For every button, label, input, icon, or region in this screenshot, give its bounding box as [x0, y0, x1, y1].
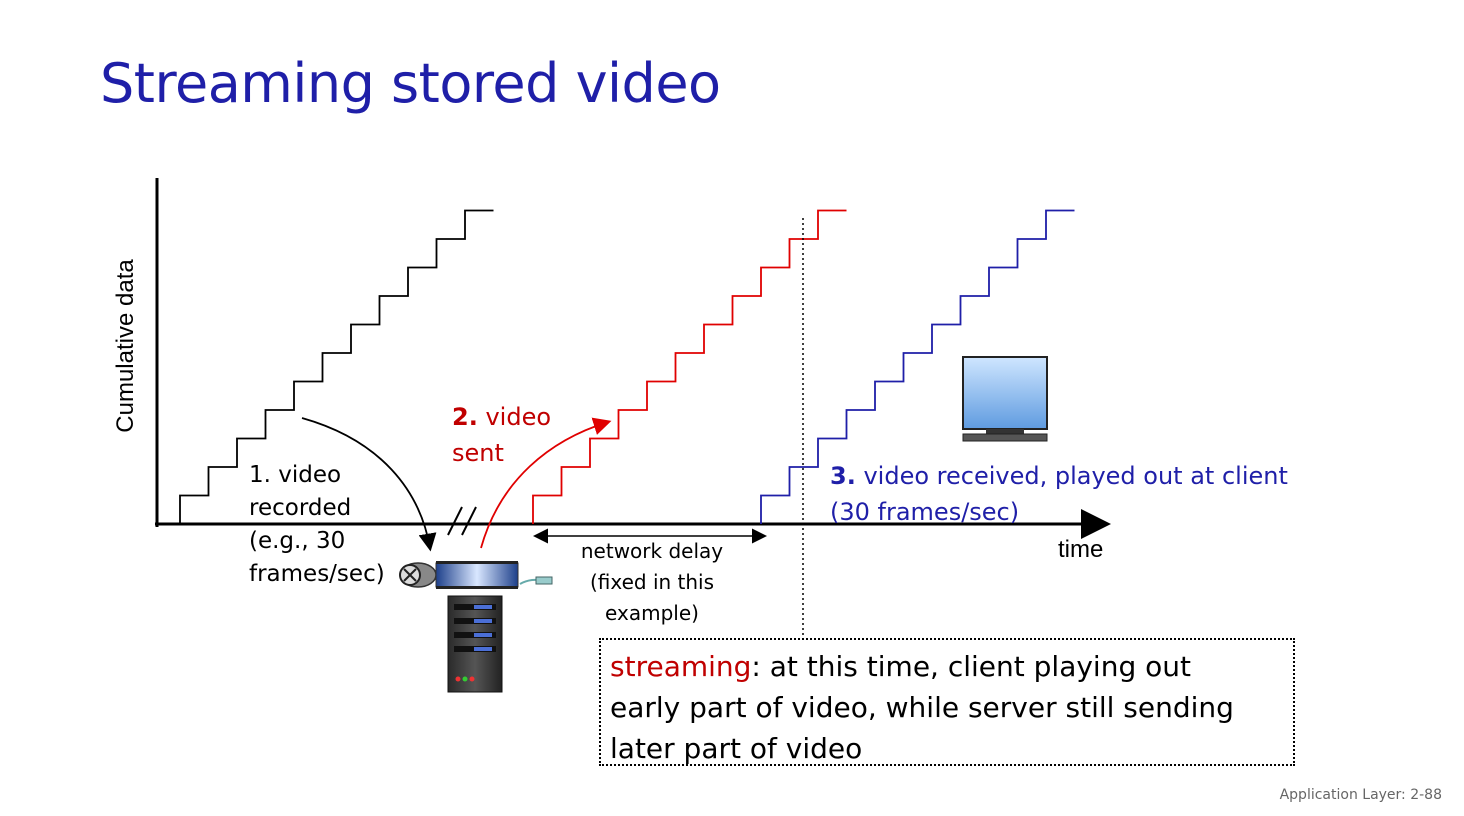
streaming-callout: streaming: at this time, client playing … [599, 638, 1295, 766]
media-player-icon [436, 561, 552, 589]
callout-keyword: streaming [610, 650, 751, 683]
slide-footer: Application Layer: 2-88 [1280, 787, 1442, 803]
step2-line: sent [452, 435, 551, 471]
step2-number: 2. [452, 403, 478, 431]
sent-staircase [533, 211, 847, 525]
monitor-icon [963, 357, 1047, 441]
callout-text: later part of video [610, 728, 1293, 769]
network-delay-line: network delay [562, 536, 742, 567]
network-delay-line: example) [562, 598, 742, 629]
step3-line: (30 frames/sec) [830, 494, 1288, 530]
step3-label: 3. video received, played out at client … [830, 458, 1288, 530]
step3-number: 3. [830, 462, 856, 490]
step2-label: 2. video sent [452, 399, 551, 471]
axis-break-mark [462, 507, 476, 535]
video-reel-icon [400, 563, 436, 587]
step1-line: 1. video [249, 459, 385, 492]
network-delay-label: network delay (fixed in this example) [562, 536, 742, 629]
step1-line: recorded [249, 492, 385, 525]
step1-line: frames/sec) [249, 558, 385, 591]
x-axis-label: time [1058, 536, 1103, 564]
step3-text: video received, played out at client [856, 462, 1288, 490]
callout-text: early part of video, while server still … [610, 687, 1293, 728]
step1-line: (e.g., 30 [249, 525, 385, 558]
network-delay-line: (fixed in this [562, 567, 742, 598]
server-icon [448, 596, 502, 692]
y-axis-label: Cumulative data [112, 259, 140, 432]
axis-break-mark [448, 507, 462, 535]
callout-text: : at this time, client playing out [751, 650, 1191, 683]
step2-text: video [478, 403, 551, 431]
step1-label: 1. video recorded (e.g., 30 frames/sec) [249, 459, 385, 591]
